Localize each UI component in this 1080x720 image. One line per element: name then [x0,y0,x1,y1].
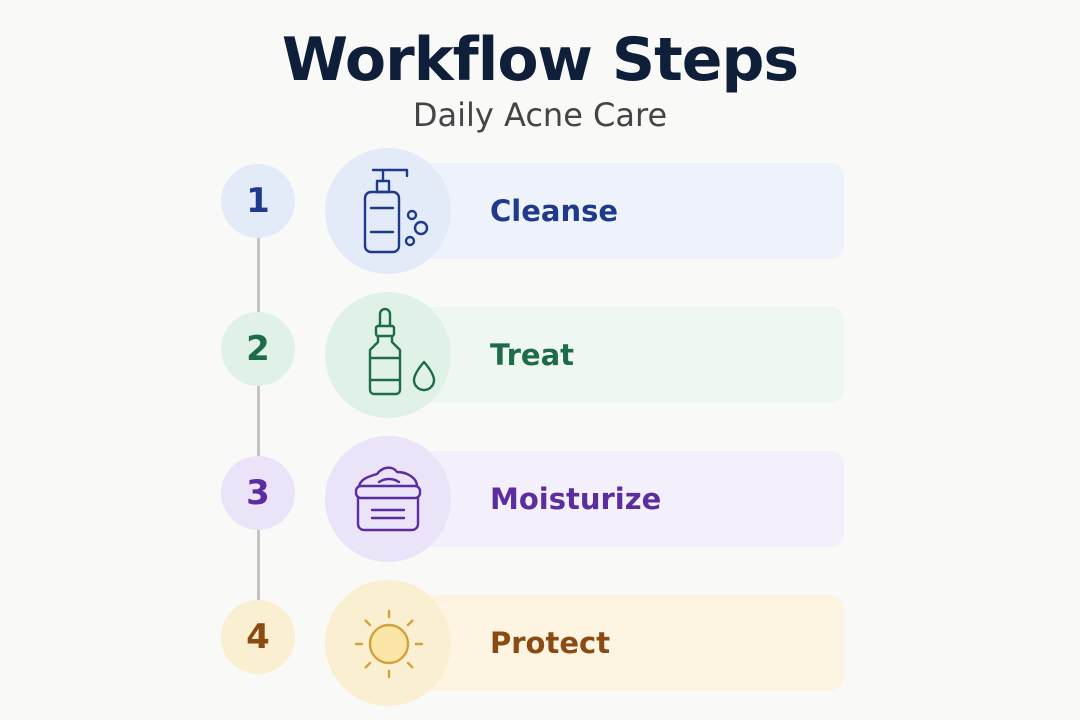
dropper-bottle-icon [368,307,436,396]
step-card-treat: Treat [385,307,844,403]
step-card-moisturize: Moisturize [385,451,844,547]
sun-icon [354,609,424,679]
step-card-cleanse: Cleanse [385,163,844,259]
pump-bottle-icon [363,168,429,254]
step-icon-badge [325,292,451,418]
step-icon-badge [325,580,451,706]
page-subtitle: Daily Acne Care [412,96,668,134]
step-label: Protect [490,626,611,660]
step-card-protect: Protect [385,595,844,691]
step-number-badge: 3 [221,456,295,530]
step-label: Moisturize [490,482,662,516]
step-label: Treat [490,338,574,372]
page-title: Workflow Steps [281,25,799,95]
cream-jar-icon [354,466,422,532]
step-icon-badge [325,436,451,562]
timeline-connector [257,386,260,456]
step-number-badge: 2 [221,312,295,386]
timeline-connector [257,530,260,600]
step-icon-badge [325,148,451,274]
step-label: Cleanse [490,194,619,228]
step-number-badge: 1 [221,164,295,238]
timeline-connector [257,238,260,312]
step-number-badge: 4 [221,600,295,674]
